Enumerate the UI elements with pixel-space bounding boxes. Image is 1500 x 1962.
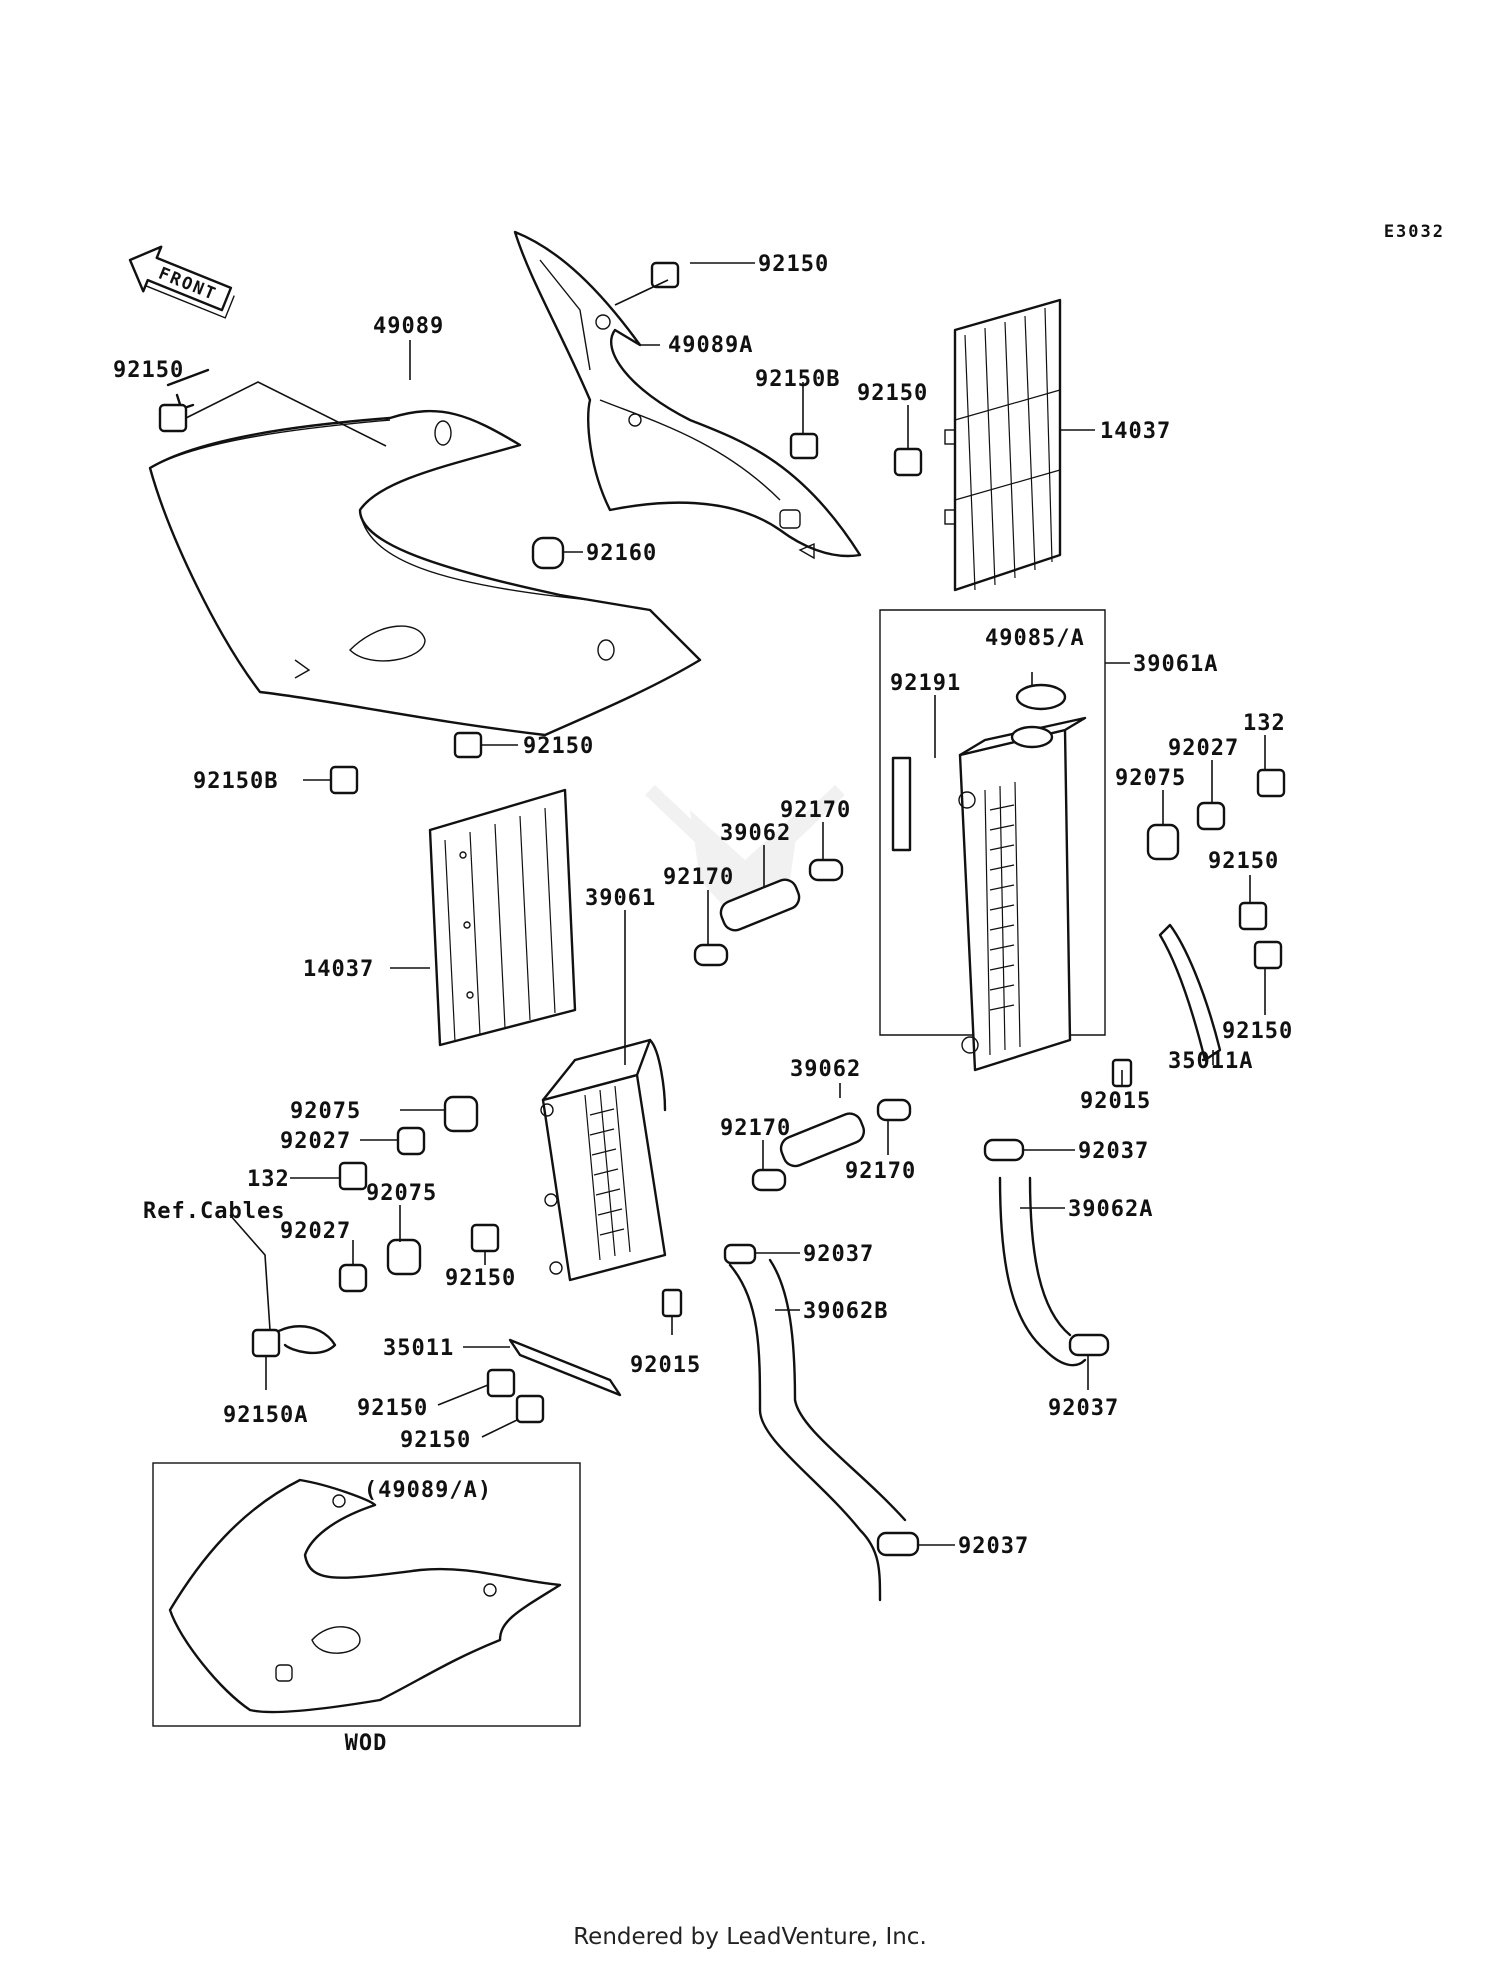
callout-92170: 92170 (663, 865, 734, 890)
callout-92150: 92150 (523, 734, 594, 759)
callout-92150B: 92150B (755, 367, 840, 392)
radiator-hose-upper (719, 878, 801, 932)
callout-92170: 92170 (780, 798, 851, 823)
callout-92150A: 92150A (223, 1403, 308, 1428)
callout-92150B: 92150B (193, 769, 278, 794)
callout-92075: 92075 (1115, 766, 1186, 791)
callout-92150: 92150 (113, 358, 184, 383)
louver-grille-right (944, 298, 1062, 592)
breather-hose (891, 756, 912, 852)
radiator-hose-lower (779, 1112, 866, 1168)
diagram-code: E3032 (1384, 222, 1445, 242)
hose-clamps (693, 858, 1110, 1557)
front-arrow-icon: FRONT (128, 245, 235, 319)
callout-35011: 35011 (383, 1336, 454, 1361)
leader-lines (185, 262, 1266, 1546)
inset-part-ref: (49089/A) (364, 1478, 492, 1503)
bracket-35011A (1158, 923, 1222, 1062)
radiator-right (958, 716, 1087, 1072)
radiator-left (540, 1038, 667, 1282)
callout-92027: 92027 (280, 1129, 351, 1154)
callout-14037: 14037 (303, 957, 374, 982)
callout-49085A: 49085/A (985, 626, 1085, 651)
callout-92150: 92150 (758, 252, 829, 277)
louver-grille-left (428, 788, 577, 1047)
callout-132: 132 (247, 1167, 290, 1192)
bracket-35011 (508, 1338, 622, 1397)
radiator-cap (1015, 683, 1067, 711)
callout-92150: 92150 (445, 1266, 516, 1291)
footer-credit: Rendered by LeadVenture, Inc. (573, 1924, 927, 1950)
radiator-assembly-box (879, 609, 1106, 1036)
callout-35011A: 35011A (1168, 1049, 1253, 1074)
radiator-hose-39062B (728, 1258, 907, 1602)
leadventure-watermark (645, 784, 845, 930)
callout-39062: 39062 (720, 821, 791, 846)
radiator-hose-39062A (998, 1176, 1087, 1367)
callout-49089: 49089 (373, 314, 444, 339)
callout-92150: 92150 (357, 1396, 428, 1421)
callout-132: 132 (1243, 711, 1286, 736)
callout-92170: 92170 (720, 1116, 791, 1141)
callout-92075: 92075 (290, 1099, 361, 1124)
callout-92150: 92150 (1222, 1019, 1293, 1044)
callout-39062: 39062 (790, 1057, 861, 1082)
callout-92150: 92150 (1208, 849, 1279, 874)
callout-92027: 92027 (280, 1219, 351, 1244)
callout-92170: 92170 (845, 1159, 916, 1184)
callout-92027: 92027 (1168, 736, 1239, 761)
wod-inset: (49089/A) WOD (152, 1462, 581, 1756)
callout-92160: 92160 (586, 541, 657, 566)
callout-39061A: 39061A (1133, 652, 1218, 677)
callout-92075: 92075 (366, 1181, 437, 1206)
callout-ref-cables: Ref.Cables (143, 1199, 285, 1224)
grommet-92160 (531, 536, 565, 570)
callout-labels: 92150 49089A 49089 92150 92150B 92150 14… (113, 252, 1293, 1559)
callout-14037: 14037 (1100, 419, 1171, 444)
inset-caption: WOD (345, 1731, 388, 1756)
callout-92191: 92191 (890, 671, 961, 696)
callout-39061: 39061 (585, 886, 656, 911)
callout-92015: 92015 (1080, 1089, 1151, 1114)
callout-39062A: 39062A (1068, 1197, 1153, 1222)
radiator-shroud-upper (513, 230, 862, 560)
radiator-shroud-left (148, 410, 702, 737)
callout-92037: 92037 (1048, 1396, 1119, 1421)
callout-92037: 92037 (803, 1242, 874, 1267)
callout-92037: 92037 (958, 1534, 1029, 1559)
callout-49089A: 49089A (668, 333, 753, 358)
callout-39062B: 39062B (803, 1299, 888, 1324)
callout-92150: 92150 (400, 1428, 471, 1453)
callout-92015: 92015 (630, 1353, 701, 1378)
callout-92150: 92150 (857, 381, 928, 406)
callout-92037: 92037 (1078, 1139, 1149, 1164)
